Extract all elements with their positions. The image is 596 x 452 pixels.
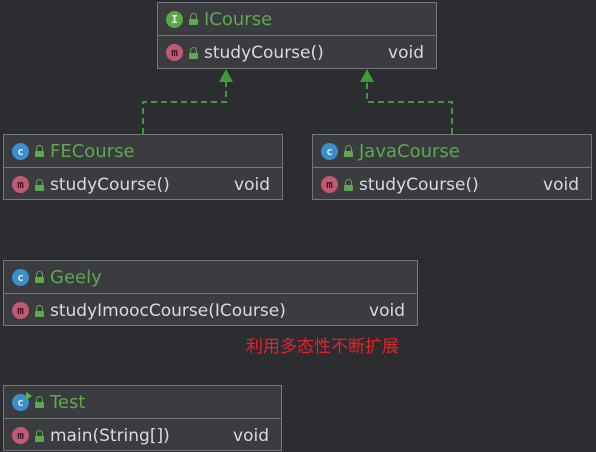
return-type: void [388, 42, 424, 63]
method-icon: m [166, 44, 183, 61]
node-test-header: c Test [4, 386, 281, 419]
interface-icon: I [166, 10, 183, 28]
public-lock-icon [35, 178, 44, 191]
node-javacourse-method[interactable]: m studyCourse() void [313, 168, 591, 201]
annotation-note: 利用多态性不断扩展 [246, 337, 399, 357]
node-geely[interactable]: c Geely m studyImoocCourse(ICourse) void [3, 260, 418, 326]
method-name: studyCourse() [50, 174, 170, 195]
node-javacourse-header: c JavaCourse [313, 135, 591, 168]
public-lock-icon [189, 46, 198, 59]
class-icon: c [12, 268, 29, 286]
edge-javacourse-implements-icourse [360, 69, 453, 134]
public-lock-icon [35, 304, 44, 317]
node-javacourse-name: JavaCourse [359, 140, 460, 162]
node-icourse-header: I ICourse [158, 3, 436, 36]
return-type: void [234, 174, 270, 195]
runnable-class-icon: c [12, 391, 32, 411]
node-icourse-name: ICourse [204, 8, 273, 30]
public-lock-icon [35, 429, 44, 442]
node-fecourse-method[interactable]: m studyCourse() void [4, 168, 282, 201]
method-icon: m [12, 427, 29, 444]
public-lock-icon [189, 13, 198, 25]
return-type: void [543, 174, 579, 195]
realization-arrowhead [360, 69, 374, 82]
method-name: main(String[]) [50, 425, 170, 446]
edge-fecourse-implements-icourse [142, 69, 233, 134]
class-icon: c [12, 142, 29, 160]
node-fecourse[interactable]: c FECourse m studyCourse() void [3, 134, 283, 200]
node-test-name: Test [50, 391, 86, 413]
node-test[interactable]: c Test m main(String[]) void [3, 385, 282, 451]
public-lock-icon [344, 178, 353, 191]
method-icon: m [321, 176, 338, 193]
method-icon: m [12, 302, 29, 319]
method-name: studyCourse() [359, 174, 479, 195]
node-javacourse[interactable]: c JavaCourse m studyCourse() void [312, 134, 592, 200]
public-lock-icon [344, 145, 353, 157]
class-icon: c [321, 142, 338, 160]
node-geely-name: Geely [50, 266, 102, 288]
realization-arrowhead [219, 69, 233, 82]
node-icourse-method[interactable]: m studyCourse() void [158, 36, 436, 69]
method-name: studyCourse() [204, 42, 324, 63]
public-lock-icon [35, 145, 44, 157]
return-type: void [369, 300, 405, 321]
node-geely-header: c Geely [4, 261, 417, 294]
public-lock-icon [35, 271, 44, 283]
return-type: void [233, 425, 269, 446]
node-test-method[interactable]: m main(String[]) void [4, 419, 281, 452]
node-icourse[interactable]: I ICourse m studyCourse() void [157, 2, 437, 69]
method-icon: m [12, 176, 29, 193]
node-geely-method[interactable]: m studyImoocCourse(ICourse) void [4, 294, 417, 327]
node-fecourse-header: c FECourse [4, 135, 282, 168]
public-lock-icon [35, 396, 44, 408]
node-fecourse-name: FECourse [50, 140, 135, 162]
method-name: studyImoocCourse(ICourse) [50, 300, 286, 321]
